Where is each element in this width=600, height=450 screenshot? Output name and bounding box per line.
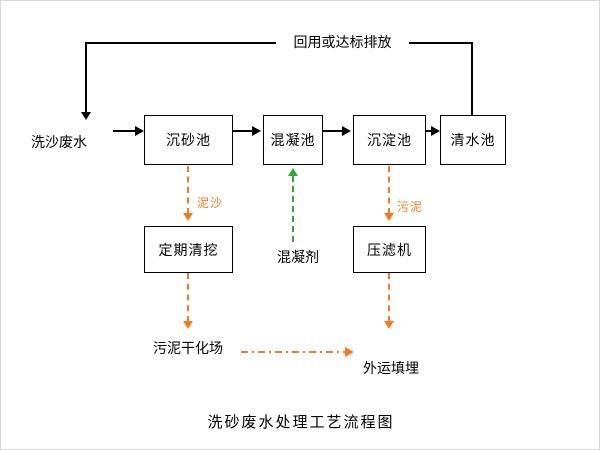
input-arrow-line <box>113 130 137 132</box>
input-arrowhead-right-icon <box>135 126 144 136</box>
flow-arrowhead-1-icon <box>252 126 261 136</box>
flow-line-3 <box>426 130 433 132</box>
coagulant-dashed-line <box>292 176 294 242</box>
landfill-arrowhead-down-icon <box>384 321 394 329</box>
sludge-arrowhead-down-icon <box>384 213 394 221</box>
sediment-dashed-line <box>187 166 189 214</box>
return-line-label: 回用或达标排放 <box>276 34 409 51</box>
box-periodic-dredging-label: 定期清挖 <box>158 241 219 258</box>
flow-line-1 <box>233 130 254 132</box>
box-coagulation-tank-label: 混凝池 <box>270 132 316 148</box>
box-sedimentation-tank: 沉淀池 <box>353 115 426 165</box>
sediment-label: 泥沙 <box>197 196 224 210</box>
coagulant-label: 混凝剂 <box>277 249 319 265</box>
drying-field-arrowhead-down-icon <box>183 321 193 329</box>
sludge-dashed-line <box>388 166 390 214</box>
coagulant-arrowhead-up-icon <box>288 168 298 176</box>
flow-arrowhead-2-icon <box>342 126 351 136</box>
flow-arrowhead-3-icon <box>431 126 440 136</box>
return-line-right <box>471 42 473 118</box>
box-clear-water-tank-label: 清水池 <box>450 132 496 148</box>
landfill-dashed-line <box>388 273 390 322</box>
drying-to-landfill-dashdot-line <box>241 351 345 353</box>
box-coagulation-tank: 混凝池 <box>263 115 323 165</box>
diagram-title: 洗砂废水处理工艺流程图 <box>207 414 395 431</box>
box-grit-chamber: 沉砂池 <box>144 115 233 165</box>
box-clear-water-tank: 清水池 <box>440 115 506 165</box>
drying-field-label: 污泥干化场 <box>153 340 223 356</box>
return-arrowhead-down-icon <box>81 112 91 120</box>
box-periodic-dredging: 定期清挖 <box>144 226 233 273</box>
flow-line-2 <box>323 130 344 132</box>
landfill-label: 外运填埋 <box>363 360 419 376</box>
sediment-arrowhead-down-icon <box>183 213 193 221</box>
drying-to-landfill-arrowhead-right-icon <box>345 347 354 357</box>
input-wastewater-label: 洗沙废水 <box>31 134 87 150</box>
drying-field-dashed-line <box>187 273 189 322</box>
box-grit-chamber-label: 沉砂池 <box>166 132 211 148</box>
return-line-left <box>85 42 87 113</box>
sludge-label: 污泥 <box>397 200 424 214</box>
box-sedimentation-tank-label: 沉淀池 <box>367 132 412 148</box>
box-filter-press-label: 压滤机 <box>367 241 412 258</box>
box-filter-press: 压滤机 <box>353 226 426 273</box>
